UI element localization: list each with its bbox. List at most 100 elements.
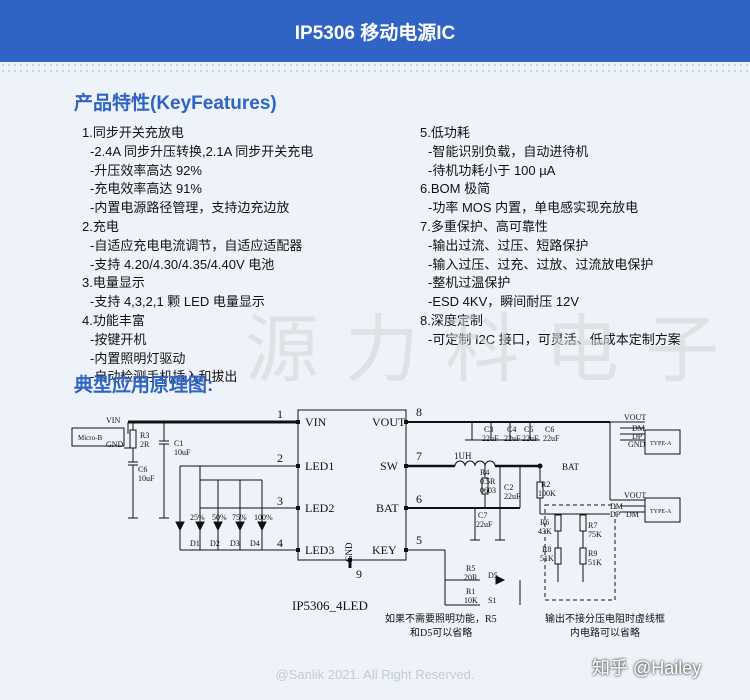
feature-line: -内置电源路径管理，支持边充边放 bbox=[90, 200, 290, 216]
pin-label-vout: VOUT bbox=[372, 415, 406, 429]
net-label-vin: VIN bbox=[106, 416, 120, 425]
usb2-dm-b: DM bbox=[626, 510, 639, 519]
r4-package: 0603 bbox=[480, 486, 496, 495]
feature-line: -按键开机 bbox=[90, 331, 147, 347]
c3-label: C3 bbox=[484, 425, 493, 434]
pin-label-gnd: GND bbox=[344, 542, 354, 562]
feature-line: 8.深度定制 bbox=[420, 312, 483, 328]
pin-label-vin: VIN bbox=[305, 415, 327, 429]
s1-label: S1 bbox=[488, 596, 496, 605]
pin-number-9: 9 bbox=[356, 567, 362, 581]
led-d4: D4 bbox=[250, 539, 260, 548]
pin-label-key: KEY bbox=[372, 543, 397, 557]
led-d3: D3 bbox=[230, 539, 240, 548]
features-left-column: 1.同步开关充放电-2.4A 同步升压转换,2.1A 同步开关充电-升压效率高达… bbox=[82, 124, 313, 387]
inductor-label: 1UH bbox=[454, 451, 472, 461]
feature-line: -待机功耗小于 100 µA bbox=[428, 162, 556, 178]
c6-output-label: C6 bbox=[545, 425, 554, 434]
note-lighting-1: 如果不需要照明功能，R5 bbox=[385, 612, 497, 625]
r5-value: 20R bbox=[464, 573, 478, 582]
page-title: IP5306 移动电源IC bbox=[294, 23, 456, 44]
net-label-vout-2: VOUT bbox=[624, 491, 646, 500]
pin-label-bat: BAT bbox=[376, 501, 399, 515]
footer-copyright: @Sanlik 2021. All Right Reserved. bbox=[275, 667, 475, 682]
led-d2: D2 bbox=[210, 539, 220, 548]
r6-label: R6 bbox=[540, 518, 549, 527]
type-a-label-1: TYPE-A bbox=[650, 441, 672, 447]
usb1-gnd: GND bbox=[628, 440, 646, 449]
feature-line: 1.同步开关充放电 bbox=[82, 125, 184, 140]
c7-value: 22uF bbox=[476, 520, 493, 529]
pin-number-3: 3 bbox=[277, 494, 283, 508]
feature-line: -可定制 I2C 接口，可灵活、低成本定制方案 bbox=[428, 331, 681, 347]
usb2-dp: DP bbox=[610, 510, 621, 519]
pin-number-6: 6 bbox=[416, 492, 422, 506]
feature-line: 5.低功耗 bbox=[420, 125, 470, 140]
r7-label: R7 bbox=[588, 521, 597, 530]
usb2-dm: DM bbox=[610, 502, 623, 511]
r2-value: 100K bbox=[538, 489, 556, 498]
title-banner: IP5306 移动电源IC bbox=[0, 0, 750, 62]
feature-line: -自动检测手机插入和拔出 bbox=[90, 369, 238, 385]
feature-line: -支持 4,3,2,1 颗 LED 电量显示 bbox=[90, 294, 265, 310]
usb1-dp: DP bbox=[632, 432, 643, 441]
c4-label: C4 bbox=[507, 425, 516, 434]
feature-line: -自适应充电电流调节，自适应适配器 bbox=[90, 237, 303, 253]
c6-input-value: 10uF bbox=[138, 474, 155, 483]
feature-line: -内置照明灯驱动 bbox=[90, 350, 186, 366]
feature-line: -输入过压、过充、过放、过流放电保护 bbox=[428, 256, 654, 272]
pin-label-led1: LED1 bbox=[305, 459, 334, 473]
led-d1: D1 bbox=[190, 539, 200, 548]
pin-number-8: 8 bbox=[416, 405, 422, 419]
r5-label: R5 bbox=[466, 564, 475, 573]
feature-line: 4.功能丰富 bbox=[82, 312, 145, 328]
pin-number-7: 7 bbox=[416, 449, 422, 463]
pin-label-sw: SW bbox=[380, 459, 399, 473]
c4-value: 22uF bbox=[504, 434, 521, 443]
pin-label-led2: LED2 bbox=[305, 501, 334, 515]
r1-label: R1 bbox=[466, 587, 475, 596]
note-divider-2: 内电路可以省略 bbox=[570, 626, 640, 639]
r1-value: 10K bbox=[464, 596, 478, 605]
note-divider-1: 输出不接分压电阻时虚线框 bbox=[545, 612, 665, 625]
c5-value: 22uF bbox=[522, 434, 539, 443]
c1-label: C1 bbox=[174, 439, 183, 448]
c2-label: C2 bbox=[504, 483, 513, 492]
dot-pattern-divider bbox=[0, 62, 750, 72]
feature-line: 2.充电 bbox=[82, 218, 119, 234]
c6-output-value: 22uF bbox=[543, 434, 560, 443]
feature-line: 3.电量显示 bbox=[82, 275, 145, 291]
feature-line: -ESD 4KV，瞬间耐压 12V bbox=[428, 294, 579, 310]
c2-value: 22uF bbox=[504, 492, 521, 501]
schematic-heading: 典型应用原理图: bbox=[74, 375, 214, 396]
micro-usb-label: Micro-B bbox=[78, 434, 102, 442]
r3-label: R3 bbox=[140, 431, 149, 440]
r4-label: R4 bbox=[480, 468, 489, 477]
feature-line: 6.BOM 极简 bbox=[420, 181, 491, 197]
pin-number-5: 5 bbox=[416, 533, 422, 547]
pin-number-4: 4 bbox=[277, 536, 283, 550]
r6-value: 43K bbox=[538, 527, 552, 536]
type-a-connector-1 bbox=[644, 429, 681, 455]
chip-name: IP5306_4LED bbox=[292, 598, 368, 613]
r7-value: 75K bbox=[588, 530, 602, 539]
c6-input-label: C6 bbox=[138, 465, 147, 474]
r8-label: R8 bbox=[542, 545, 551, 554]
led-pct-25: 25% bbox=[190, 513, 205, 522]
micro-usb-connector bbox=[71, 427, 125, 447]
pin-label-led3: LED3 bbox=[305, 543, 334, 557]
c3-value: 22uF bbox=[482, 434, 499, 443]
led-pct-50: 50% bbox=[212, 513, 227, 522]
feature-line: -2.4A 同步升压转换,2.1A 同步开关充电 bbox=[90, 143, 314, 159]
net-label-vout-1: VOUT bbox=[624, 413, 646, 422]
c5-label: C5 bbox=[524, 425, 533, 434]
feature-line: -智能识别负载，自动进待机 bbox=[428, 143, 589, 159]
c7-label: C7 bbox=[478, 511, 487, 520]
type-a-label-2: TYPE-A bbox=[650, 509, 672, 515]
net-label-bat: BAT bbox=[562, 462, 580, 472]
type-a-connector-2 bbox=[644, 497, 681, 523]
d5-label: D5 bbox=[488, 571, 498, 580]
feature-line: -功率 MOS 内置，单电感实现充放电 bbox=[428, 200, 639, 216]
r3-value: 2R bbox=[140, 440, 150, 449]
feature-line: -整机过温保护 bbox=[428, 275, 511, 291]
